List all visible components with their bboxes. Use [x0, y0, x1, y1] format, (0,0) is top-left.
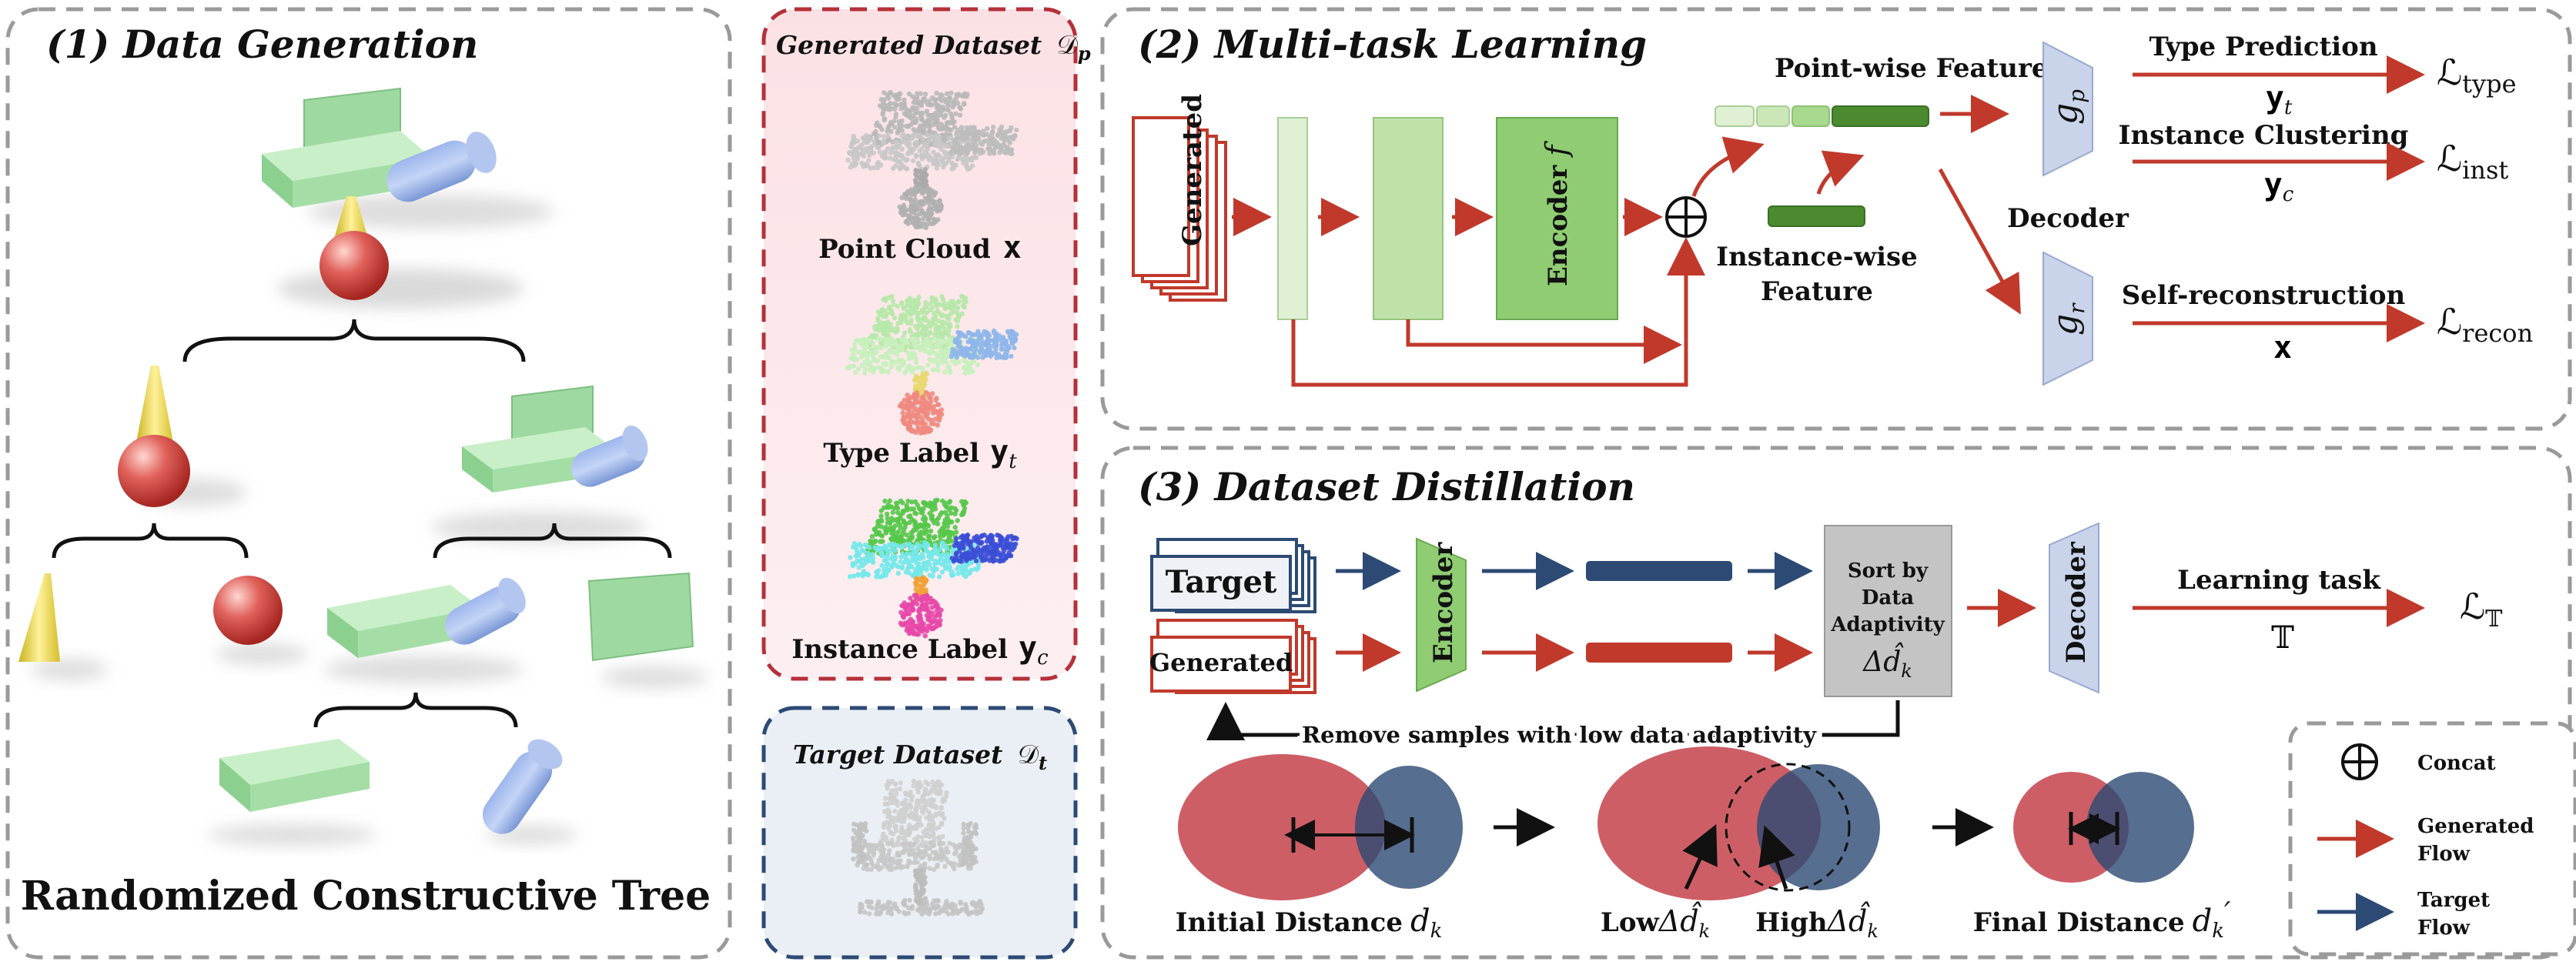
sort-label-3: Adaptivity [1830, 613, 1945, 636]
legend-generated-label-2: Flow [2417, 843, 2471, 866]
instance-clustering-var: yc [2264, 167, 2294, 206]
panel-multitask-learning: (2) Multi-task Learning Generated Encode… [1100, 7, 2572, 431]
right-child-plate-cylinder [431, 385, 648, 543]
generated-stack-distill-label: Generated [1149, 648, 1293, 677]
type-prediction-var: yt [2266, 80, 2293, 119]
target-dataset-title: Target Dataset 𝒟t [793, 740, 1047, 774]
distill-decoder-block [2049, 522, 2099, 694]
panel-dataset-distillation: (3) Dataset Distillation Target Generate… [1100, 446, 2576, 960]
instancewise-feature-bar [1768, 205, 1865, 227]
initial-distance-illustration [1178, 754, 1463, 900]
legend-concat-icon [2341, 743, 2378, 780]
generated-stack-distill: Generated [1149, 619, 1316, 694]
instancewise-feature-label: Instance-wise [1716, 242, 1918, 272]
target-office-chair-point-cloud [850, 778, 985, 917]
legend-box: Concat Generated Flow Target Flow [2288, 721, 2576, 957]
panel-title-multitask: (2) Multi-task Learning [1138, 22, 1647, 67]
encoder-layer-2 [1373, 117, 1444, 320]
target-stack: Target [1150, 538, 1316, 613]
generated-stack-label: Generated [1177, 94, 1208, 246]
adaptivity-illustration [1597, 746, 1880, 900]
leaf-sphere [213, 576, 308, 665]
generated-stack: Generated [1132, 94, 1227, 302]
sort-by-data-adaptivity-box [1824, 525, 1952, 697]
legend-generated-label-1: Generated [2417, 815, 2534, 838]
self-reconstruction-var: x [2273, 330, 2292, 366]
legend-target-label-1: Target [2417, 889, 2490, 912]
caption-randomized-constructive-tree: Randomized Constructive Tree [21, 873, 711, 920]
learning-task-label: Learning task [2177, 565, 2381, 596]
decoder-label: Decoder [2007, 203, 2129, 234]
high-adaptivity-label: HighΔd̂k [1755, 902, 1878, 942]
panel-title-data-generation: (1) Data Generation [46, 22, 478, 67]
panel-target-dataset: Target Dataset 𝒟t [761, 706, 1078, 960]
decoder-gr-label: gr [2046, 302, 2089, 336]
target-stack-label: Target [1166, 564, 1277, 600]
leaf-plate [208, 739, 377, 846]
distill-encoder-block [1416, 537, 1467, 693]
type-label-chair [845, 293, 1019, 436]
loss-recon: ℒrecon [2437, 301, 2533, 348]
leaf-cone [18, 573, 108, 680]
generated-dataset-title: Generated Dataset 𝒟p [776, 30, 1091, 65]
pointwise-feature-label: Point-wise Feature [1775, 53, 2049, 84]
loss-inst: ℒinst [2437, 138, 2508, 185]
instance-label-chair [847, 497, 1019, 639]
sort-label-1: Sort by [1848, 559, 1929, 583]
decoder-gp-block [2042, 41, 2093, 177]
encoder-f-block [1496, 117, 1618, 320]
concat-op-icon [1665, 196, 1707, 238]
sort-label-2: Data [1862, 586, 1914, 609]
left-child-cone-sphere [118, 366, 246, 507]
generated-feature-bar [1586, 643, 1732, 663]
encoder-layer-1 [1277, 117, 1308, 320]
pointwise-feature-bar [1715, 105, 1929, 127]
loss-type: ℒtype [2437, 52, 2517, 99]
mid-plate-cylinder [323, 577, 526, 683]
panel-title-distillation: (3) Dataset Distillation [1138, 464, 1635, 509]
target-feature-bar [1586, 561, 1732, 581]
decoder-gr-block [2042, 251, 2093, 386]
panel-data-generation: (1) Data Generation [5, 7, 732, 960]
legend-concat-label: Concat [2417, 752, 2496, 775]
distill-decoder-label: Decoder [2061, 541, 2092, 663]
final-distance-illustration [2013, 772, 2194, 883]
type-prediction-label: Type Prediction [2149, 32, 2377, 62]
decoder-gp-label: gp [2046, 89, 2089, 125]
root-composite-shape [262, 87, 554, 309]
leaf-back-panel [587, 572, 708, 688]
loss-task: ℒ𝕋 [2460, 586, 2503, 633]
remove-samples-label: Remove samples with low data adaptivity [1302, 722, 1817, 748]
learning-task-var: 𝕋 [2271, 620, 2294, 656]
instance-clustering-label: Instance Clustering [2119, 120, 2409, 151]
leaf-cylinder [482, 739, 577, 844]
distill-encoder-label: Encoder [1428, 542, 1459, 663]
encoder-f-label: Encoderf [1540, 141, 1574, 286]
sort-var: Δd̂k [1862, 643, 1912, 682]
instancewise-feature-label-2: Feature [1761, 276, 1873, 307]
point-cloud-chair-grey [845, 89, 1019, 230]
self-reconstruction-label: Self-reconstruction [2122, 280, 2405, 311]
low-adaptivity-label: LowΔd̂k [1601, 902, 1710, 942]
legend-target-label-2: Flow [2417, 917, 2471, 940]
